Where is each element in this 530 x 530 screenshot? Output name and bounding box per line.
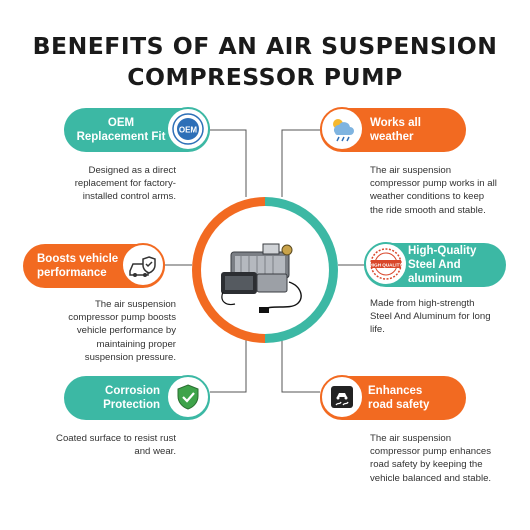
benefit-weather-title-line-1: Works all	[370, 117, 421, 129]
benefit-performance-pill: Boosts vehicle performance	[23, 243, 165, 288]
high-quality-stamp-text: HIGH QUALITY	[370, 262, 403, 267]
benefit-quality-pill: HIGH QUALITY High-Quality Steel And alum…	[364, 242, 506, 287]
high-quality-stamp-icon: HIGH QUALITY	[364, 242, 408, 286]
benefit-quality-title-line-2: Steel And	[408, 259, 461, 271]
benefit-performance-description: The air suspension compressor pump boost…	[68, 299, 176, 363]
benefit-oem-description: Designed as a direct replacement for fac…	[74, 165, 176, 203]
benefit-safety-title-line-1: Enhances	[368, 385, 423, 397]
benefit-safety-pill: Enhances road safety	[320, 375, 466, 420]
benefit-weather-pill: Works all weather	[320, 107, 466, 152]
benefit-oem-pill: OEM Replacement Fit OEM	[64, 107, 210, 152]
benefit-quality-title-line-3: aluminum	[408, 273, 463, 285]
shield-check-icon	[166, 375, 210, 419]
car-shield-icon	[121, 243, 165, 287]
oem-badge-icon: OEM	[166, 107, 210, 151]
benefit-oem-title-line-2: Replacement Fit	[76, 131, 166, 143]
svg-text:OEM: OEM	[179, 126, 198, 135]
benefit-weather-title-line-2: weather	[370, 131, 414, 143]
slippery-road-icon	[320, 375, 364, 419]
air-compressor-pump-image	[221, 243, 302, 313]
benefit-performance-title-line-2: performance	[37, 267, 107, 279]
benefit-quality-description: Made from high-strength Steel And Alumin…	[370, 298, 491, 336]
benefit-corrosion-title-line-2: Protection	[103, 399, 160, 411]
benefit-quality-title-line-1: High-Quality	[408, 245, 477, 257]
benefit-safety-description: The air suspension compressor pump enhan…	[370, 433, 492, 484]
page-title-line-1: BENEFITS OF AN AIR SUSPENSION	[32, 32, 498, 60]
benefit-corrosion-pill: Corrosion Protection	[64, 375, 210, 420]
benefit-corrosion-description: Coated surface to resist rust and wear.	[56, 433, 176, 458]
benefit-performance-title-line-1: Boosts vehicle	[37, 253, 119, 265]
benefit-corrosion-title-line-1: Corrosion	[105, 385, 160, 397]
benefit-weather-description: The air suspension compressor pump works…	[370, 165, 497, 216]
benefit-safety-title-line-2: road safety	[368, 399, 430, 411]
weather-icon	[320, 107, 364, 151]
page-title-line-2: COMPRESSOR PUMP	[127, 63, 403, 91]
benefit-oem-title-line-1: OEM	[107, 117, 135, 129]
center-product-circle	[192, 197, 338, 343]
